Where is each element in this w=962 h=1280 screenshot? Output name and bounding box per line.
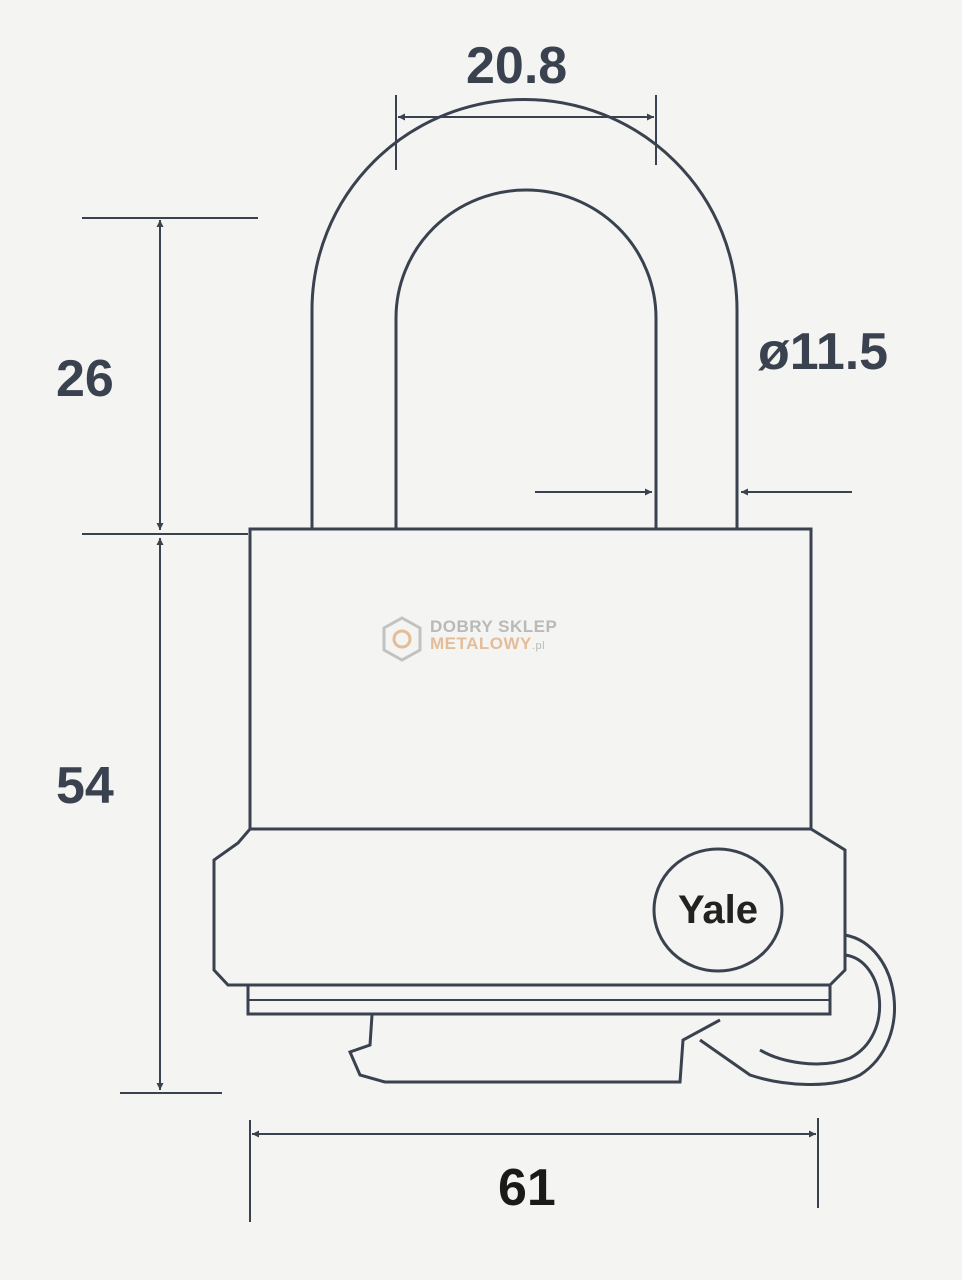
dim-body-width-label: 61 bbox=[498, 1159, 556, 1217]
keyhole-cover-outline bbox=[347, 1014, 721, 1084]
watermark-suffix: .pl bbox=[531, 640, 546, 652]
dim-shackle-diameter-label: ø11.5 bbox=[758, 323, 889, 381]
brand-badge-circle bbox=[652, 847, 784, 973]
dim-shackle-width-label: 20.8 bbox=[466, 37, 568, 95]
shackle-inner-outline bbox=[394, 188, 658, 528]
watermark-text: DOBRY SKLEP METALOWY.pl bbox=[430, 618, 557, 652]
watermark-hex-icon bbox=[382, 616, 422, 662]
lock-cover-outline bbox=[212, 827, 847, 987]
keyhole-cover-strap bbox=[699, 933, 896, 1086]
lock-body-upper bbox=[248, 527, 813, 831]
brand-logo: Yale bbox=[677, 887, 759, 932]
dim-body-height-label: 54 bbox=[56, 757, 114, 815]
dim-shackle-height-label: 26 bbox=[56, 350, 114, 408]
watermark: DOBRY SKLEP METALOWY.pl bbox=[380, 618, 557, 652]
watermark-line2-text: METALOWY bbox=[430, 634, 532, 653]
watermark-line2: METALOWY.pl bbox=[430, 635, 557, 652]
watermark-line1: DOBRY SKLEP bbox=[430, 617, 558, 636]
shackle-outline bbox=[310, 98, 739, 528]
